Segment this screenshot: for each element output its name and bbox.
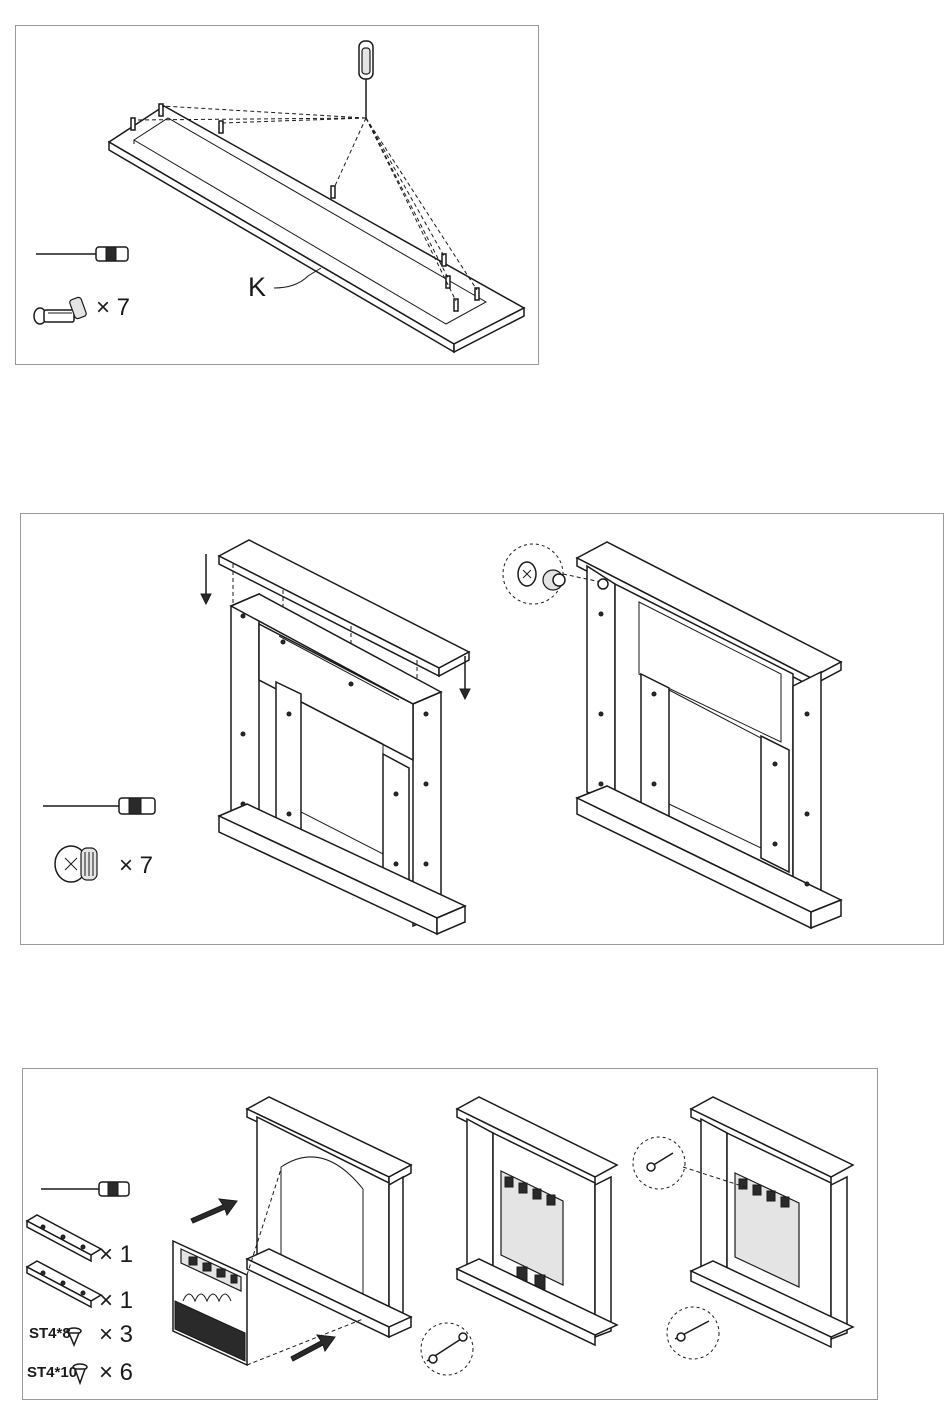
screw-code-st4-8: ST4*8 <box>29 1326 71 1341</box>
screw-st4-10-quantity: × 6 <box>99 1361 133 1385</box>
step-2-panel: × 7 <box>20 513 944 945</box>
screwdriver-icon <box>43 798 155 814</box>
step-1-tools <box>16 26 540 366</box>
step-3-panel: × 1 × 1 ST4*8 × 3 ST4*10 × 6 <box>22 1068 878 1400</box>
screw-code-st4-10: ST4*10 <box>27 1365 77 1380</box>
screw-st4-8-quantity: × 3 <box>99 1323 133 1347</box>
cam-bolt-quantity: × 7 <box>96 296 130 320</box>
cam-lock-nut-quantity: × 7 <box>119 854 153 878</box>
step-2-tools <box>21 514 945 946</box>
screwdriver-icon <box>41 1182 129 1196</box>
step-3-tools <box>23 1069 879 1401</box>
cam-lock-nut-icon <box>55 846 97 882</box>
step-1-panel: K × 7 <box>15 25 539 365</box>
bracket-2-quantity: × 1 <box>99 1289 133 1313</box>
bracket-icon <box>27 1215 101 1261</box>
bracket-icon <box>27 1261 101 1307</box>
screwdriver-icon <box>36 247 128 261</box>
bracket-1-quantity: × 1 <box>99 1243 133 1267</box>
cam-bolt-icon <box>34 297 87 324</box>
